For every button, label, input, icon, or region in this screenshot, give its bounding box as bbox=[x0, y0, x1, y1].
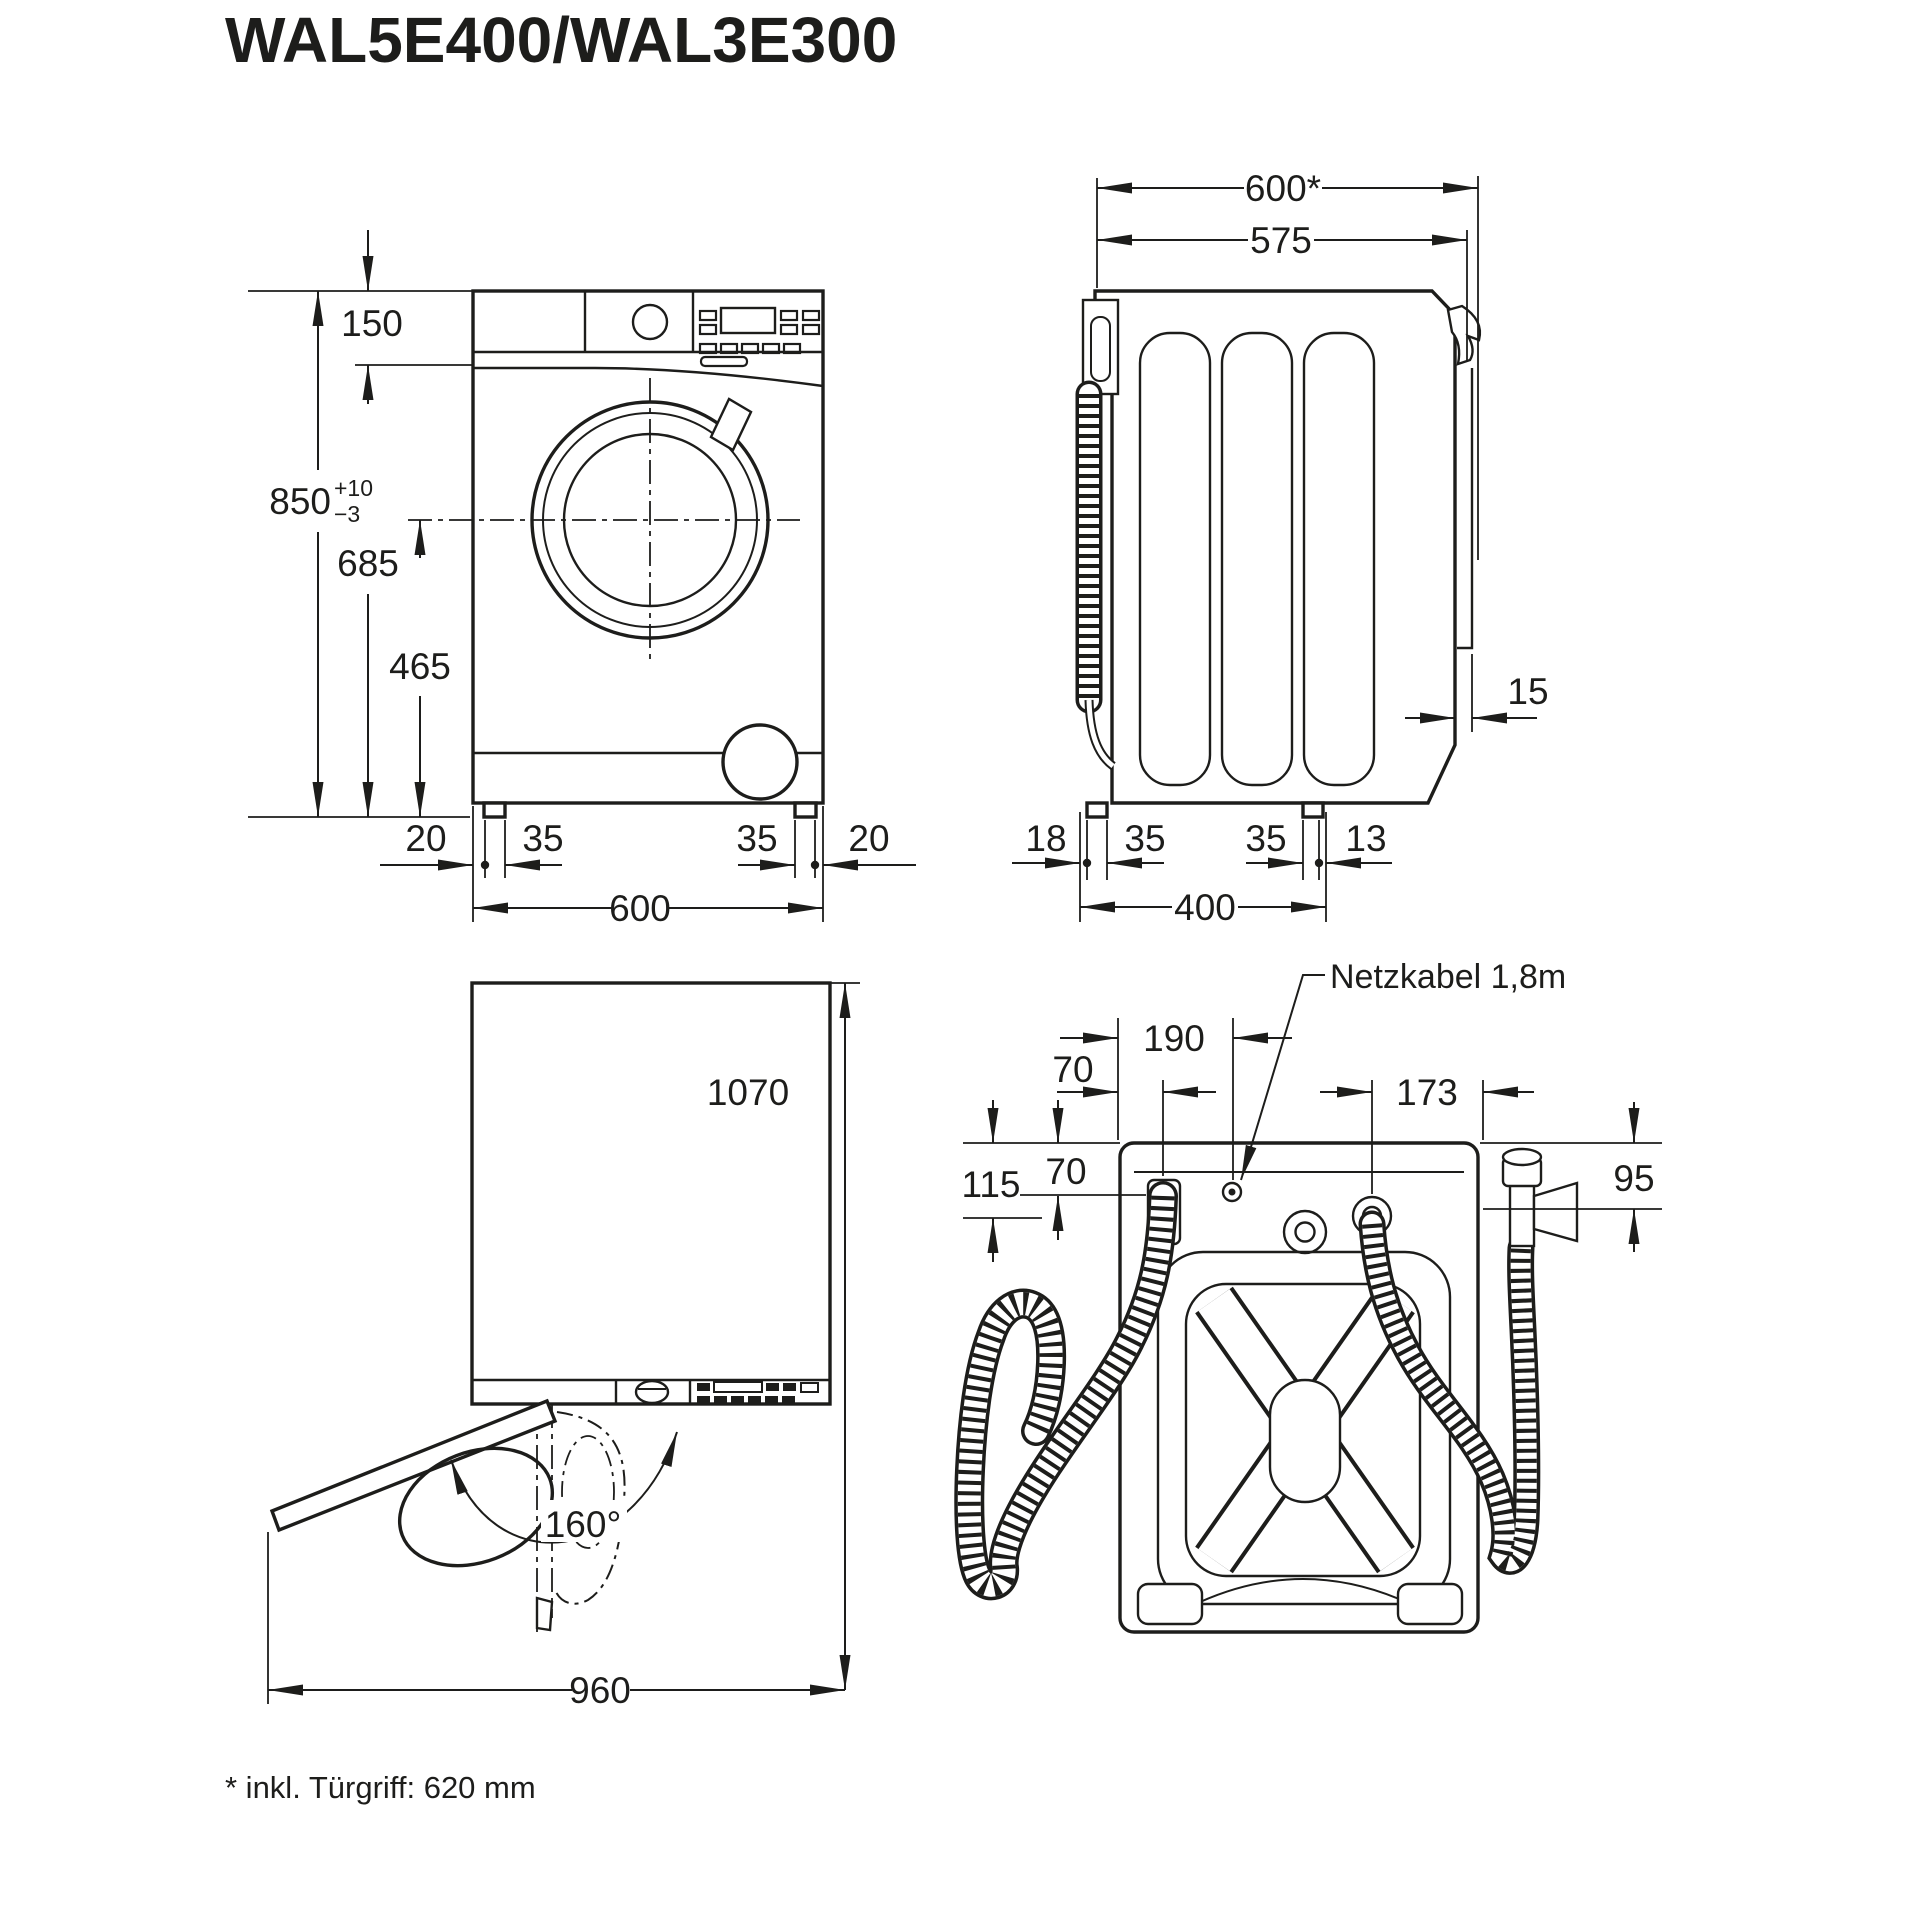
foot bbox=[1301, 801, 1325, 819]
knob-top-icon bbox=[634, 1379, 670, 1405]
dim-label-top-panel: 150 bbox=[341, 303, 403, 344]
dim-label-inlet-x: 173 bbox=[1396, 1072, 1458, 1113]
dim-label-width: 600 bbox=[609, 888, 671, 929]
dim-label-depth-body: 575 bbox=[1250, 220, 1312, 261]
power-cable-leader bbox=[1240, 974, 1325, 1181]
transport-bolt bbox=[1282, 1209, 1328, 1255]
dim-label-depth-door-open: 1070 bbox=[707, 1072, 789, 1113]
dim-label-foot-to-front: 13 bbox=[1345, 818, 1386, 859]
display-window bbox=[719, 306, 777, 335]
dim-label-door-angle: 160° bbox=[545, 1504, 622, 1545]
ref-dot bbox=[1082, 858, 1092, 868]
back-panel-inner bbox=[1184, 1282, 1422, 1578]
foot bbox=[793, 801, 818, 819]
dim-label-edge-left: 20 bbox=[405, 818, 446, 859]
dim-label-drain-y: 70 bbox=[1045, 1151, 1086, 1192]
dim-label-cable-x: 190 bbox=[1143, 1018, 1205, 1059]
top-view: 160° 1070 960 bbox=[267, 981, 860, 1711]
dim-label-foot-right: 35 bbox=[736, 818, 777, 859]
dim-label-foot-left: 35 bbox=[522, 818, 563, 859]
open-door-slab bbox=[269, 1398, 558, 1533]
dim-label-height-tol-minus: −3 bbox=[334, 501, 360, 527]
dim-label-drain-x: 70 bbox=[1052, 1049, 1093, 1090]
door-handle-profile bbox=[1446, 304, 1482, 366]
front-view: 850 +10 −3 150 685 465 20 35 35 20 600 bbox=[248, 230, 916, 929]
foot bbox=[482, 801, 507, 819]
dim-label-width-door-open: 960 bbox=[569, 1670, 631, 1711]
side-panel bbox=[1302, 331, 1376, 787]
footnote: * inkl. Türgriff: 620 mm bbox=[225, 1770, 536, 1805]
dim-label-115: 115 bbox=[962, 1164, 1021, 1205]
top-machine-outline bbox=[470, 981, 832, 1406]
dim-label-door-center: 465 bbox=[389, 646, 451, 687]
program-knob-icon bbox=[631, 303, 669, 341]
label-backplate bbox=[541, 1500, 627, 1542]
drain-hose-rear bbox=[954, 1181, 1178, 1601]
dim-label-edge-right: 20 bbox=[848, 818, 889, 859]
foot-bracket bbox=[1136, 1582, 1204, 1626]
power-cable-label: Netzkabel 1,8m bbox=[1330, 958, 1566, 996]
dim-label-inlet-y: 95 bbox=[1613, 1158, 1654, 1199]
dim-label-height: 850 bbox=[269, 481, 331, 522]
rear-view: Netzkabel 1,8m bbox=[954, 958, 1662, 1634]
dim-label-depth-incl-handle: 600* bbox=[1245, 168, 1321, 209]
panel-slot bbox=[699, 355, 749, 368]
dim-label-rear-foot: 18 bbox=[1025, 818, 1066, 859]
display-cluster bbox=[698, 306, 821, 368]
dim-label-foot-spacing: 400 bbox=[1174, 887, 1236, 928]
panel-curve bbox=[473, 366, 824, 388]
side-machine-outline bbox=[1093, 289, 1457, 805]
transport-bolt-inner bbox=[1294, 1221, 1316, 1243]
door-handle bbox=[709, 397, 753, 452]
power-cable-gland bbox=[1221, 1181, 1243, 1203]
side-panel bbox=[1138, 331, 1212, 787]
back-panel-bottom-arc bbox=[1199, 1578, 1407, 1603]
service-flap bbox=[721, 723, 799, 801]
tap-connector bbox=[1501, 1147, 1579, 1248]
dim-label-foot-front: 35 bbox=[1245, 818, 1286, 859]
door-hinge-notch bbox=[535, 1596, 554, 1632]
foot-bracket bbox=[1396, 1582, 1464, 1626]
back-panel-x-brace bbox=[1195, 1286, 1415, 1574]
dim-label-door-thickness: 15 bbox=[1507, 671, 1548, 712]
dim-label-foot-rear: 35 bbox=[1124, 818, 1165, 859]
foot bbox=[1085, 801, 1109, 819]
drain-hose-side bbox=[1075, 380, 1116, 770]
dim-label-height-tol-plus: +10 bbox=[334, 475, 373, 501]
hose-holder-slot bbox=[1090, 316, 1111, 382]
door-edge-profile bbox=[1457, 368, 1474, 650]
power-cable-center bbox=[1228, 1188, 1236, 1196]
dim-label-panel-to-floor: 685 bbox=[337, 543, 399, 584]
ref-dot bbox=[810, 860, 820, 870]
side-view: 600* 575 15 18 35 35 13 400 bbox=[1012, 168, 1549, 928]
ref-dot bbox=[480, 860, 490, 870]
page-title: WAL5E400/WAL3E300 bbox=[225, 4, 897, 76]
side-panel bbox=[1220, 331, 1294, 787]
inlet-hose-rear bbox=[1358, 1210, 1541, 1575]
top-panel-buttons bbox=[697, 1381, 819, 1403]
ref-dot bbox=[1314, 858, 1324, 868]
hose-holder bbox=[1081, 298, 1120, 396]
